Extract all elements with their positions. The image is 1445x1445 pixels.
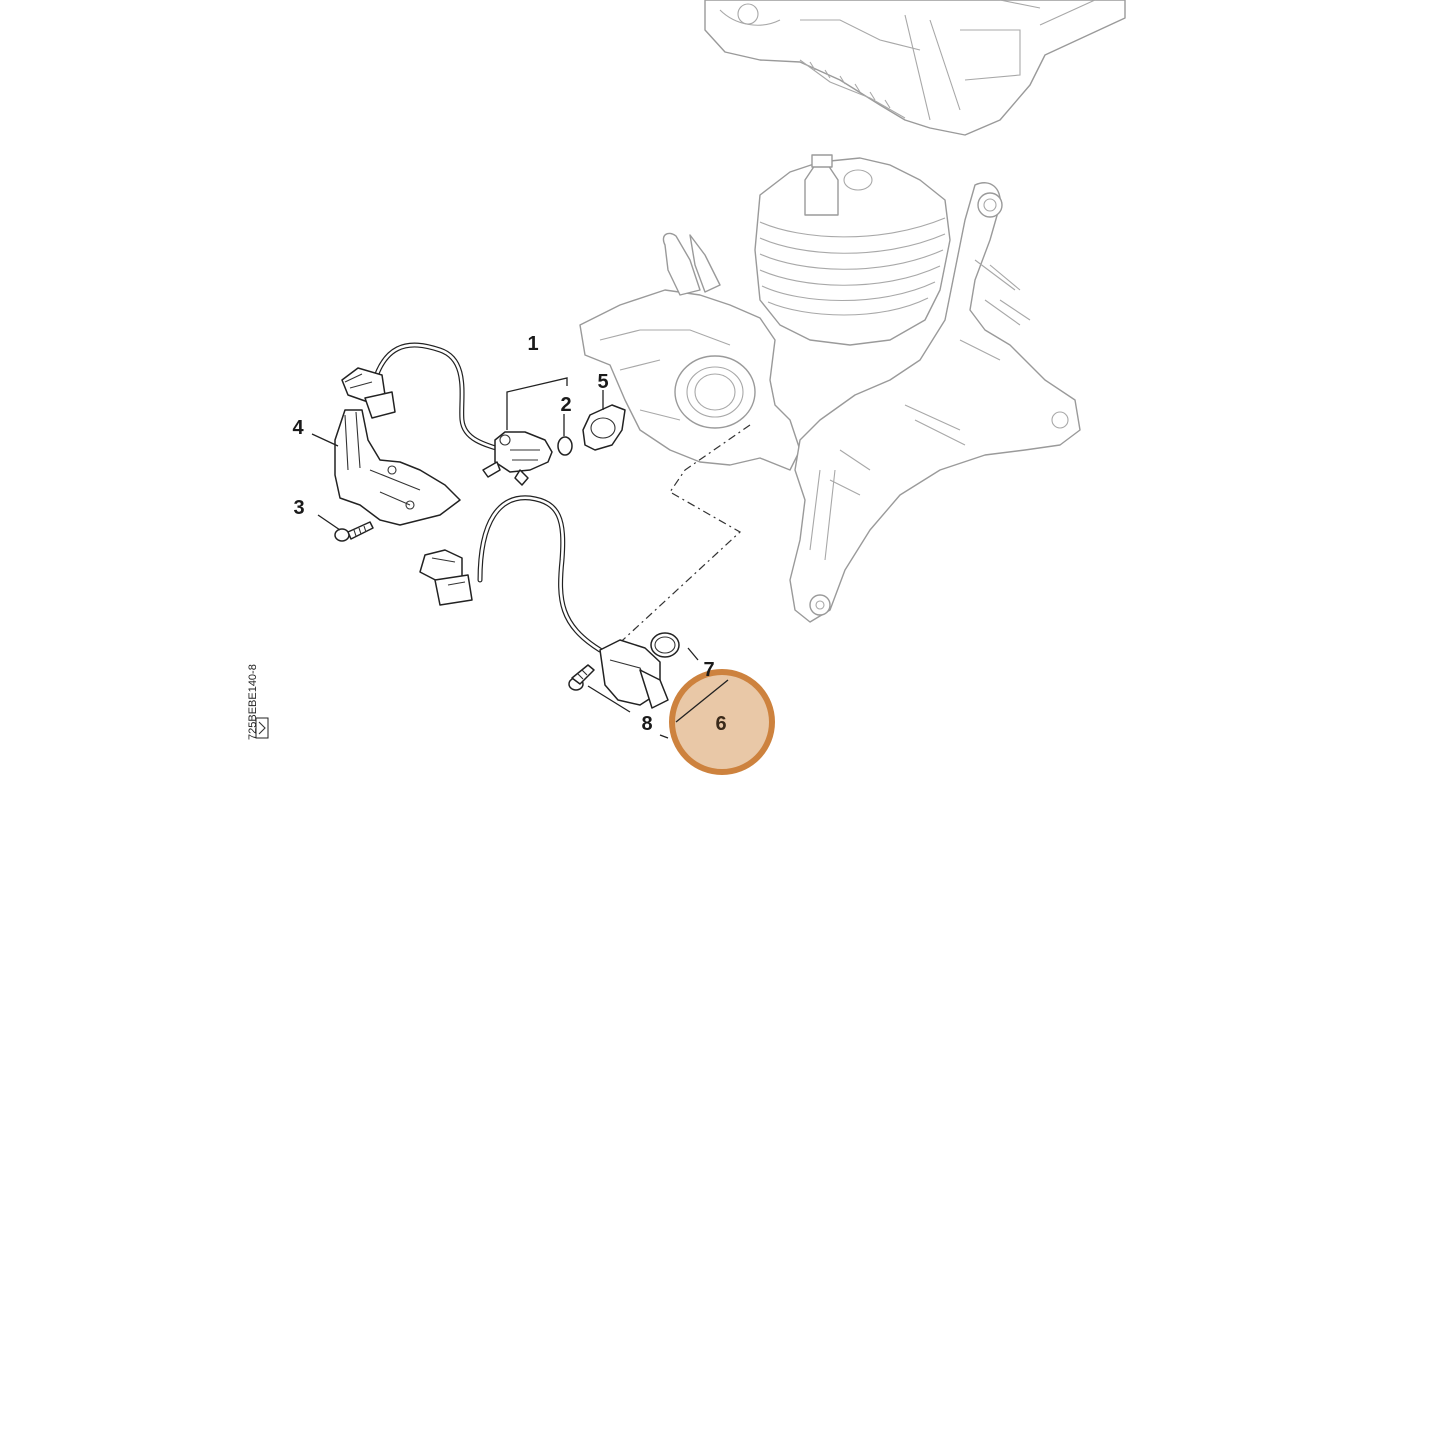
part-3-screw [334, 521, 374, 542]
part-5-flange [582, 404, 626, 451]
part-4-wiring-harness [334, 342, 513, 526]
callout-4: 4 [292, 417, 304, 439]
callout-3: 3 [293, 497, 304, 519]
callout-6: 6 [715, 713, 726, 735]
callout-1: 1 [527, 333, 538, 355]
callout-2: 2 [560, 394, 571, 416]
svg-text:725BEBE140-8: 725BEBE140-8 [247, 664, 259, 740]
crankcase-assembly-faded [579, 154, 1081, 623]
part-8-screw [568, 664, 595, 691]
callout-5: 5 [597, 371, 608, 393]
document-code: 725BEBE140-8 [247, 664, 259, 740]
callout-8: 8 [641, 713, 652, 735]
part-1-sensor-unit [482, 431, 553, 486]
part-6-sensor-with-cable [419, 495, 669, 709]
part-2-o-ring [557, 436, 573, 456]
upper-housing-faded [704, 0, 1126, 136]
highlight-circle [669, 669, 775, 775]
callout-7: 7 [703, 659, 714, 681]
document-code-box [255, 717, 269, 739]
